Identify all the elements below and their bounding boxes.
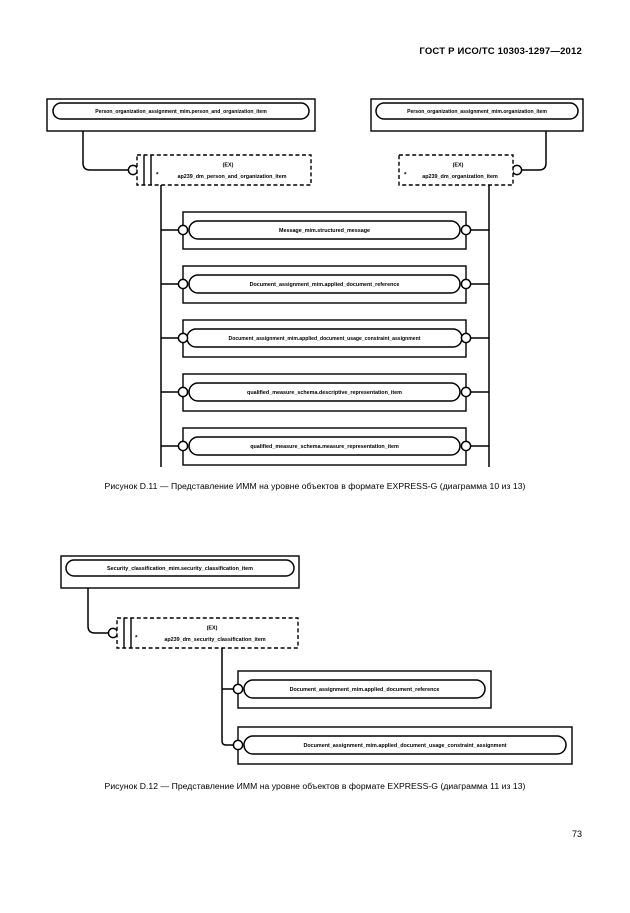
- figure-d12-caption: Рисунок D.12 — Представление ИММ на уров…: [104, 781, 526, 791]
- security-entity-box-2[interactable]: [243, 735, 567, 755]
- security-supertype-label: Security_classification_mim.security_cla…: [107, 566, 253, 572]
- ex-security-classification-item-box[interactable]: [116, 617, 299, 649]
- entity-label-3: Document_assignment_mim.applied_document…: [229, 336, 421, 342]
- link-circle-right-entity-1: [460, 224, 472, 236]
- security-bus-line: [221, 648, 233, 746]
- security-entity-box-1[interactable]: [243, 679, 486, 699]
- link-circle-right-entity-5: [460, 440, 472, 452]
- top-right-supertype-box[interactable]: [375, 102, 579, 120]
- link-circle-right-entity-4: [460, 386, 472, 398]
- link-circle-security-entity-1: [232, 683, 244, 695]
- entity-label-4: qualified_measure_schema.descriptive_rep…: [247, 390, 402, 396]
- link-circle-left-entity-1: [177, 224, 189, 236]
- link-endpoint-circle-right-ex: [511, 164, 523, 176]
- running-head: ГОСТ Р ИСО/ТС 10303-1297—2012: [419, 46, 582, 57]
- entity-box-1[interactable]: [188, 220, 461, 240]
- figure-d12-diagram: Security_classification_mim.security_cla…: [0, 545, 630, 775]
- link-security-supertype-to-ex: [87, 588, 108, 634]
- top-right-supertype-label: Person_organization_assignment_mim.organ…: [407, 109, 547, 115]
- ex-security-tick-marks: [123, 618, 132, 648]
- figure-d11-diagram: Person_organization_assignment_mim.perso…: [46, 98, 584, 467]
- link-circle-left-entity-4: [177, 386, 189, 398]
- ex-security-classification-item-star: *: [135, 635, 138, 642]
- entity-box-4[interactable]: [188, 382, 461, 402]
- ex-person-and-organization-item-star: *: [156, 172, 159, 179]
- entity-label-2: Document_assignment_mim.applied_document…: [250, 282, 400, 288]
- ex-organization-item-star: *: [404, 172, 407, 179]
- ex-organization-item-box[interactable]: [398, 154, 514, 186]
- link-circle-right-entity-2: [460, 278, 472, 290]
- security-entity-label-2: Document_assignment_mim.applied_document…: [303, 743, 506, 749]
- page-folio: 73: [571, 829, 582, 839]
- entity-box-2[interactable]: [188, 274, 461, 294]
- ex-security-classification-item-label: ap239_dm_security_classification_item: [164, 637, 265, 643]
- ex-person-and-organization-item-tag: (EX): [223, 162, 234, 168]
- link-circle-left-entity-3: [177, 332, 189, 344]
- link-endpoint-circle-security-ex: [107, 627, 119, 639]
- link-circle-left-entity-5: [177, 440, 189, 452]
- entity-label-1: Message_mim.structured_message: [279, 228, 370, 234]
- top-left-supertype-box[interactable]: [52, 102, 310, 120]
- figure-d11-caption: Рисунок D.11 — Представление ИММ на уров…: [104, 481, 526, 491]
- ex-person-and-organization-item-label: ap239_dm_person_and_organization_item: [177, 174, 286, 180]
- ex-left-tick-marks: [143, 155, 152, 185]
- link-circle-security-entity-2: [232, 739, 244, 751]
- link-right-supertype-to-ex: [522, 131, 547, 171]
- link-endpoint-circle-left-ex: [127, 164, 139, 176]
- entity-box-5[interactable]: [188, 436, 461, 456]
- ex-organization-item-tag: (EX): [453, 162, 464, 168]
- link-circle-left-entity-2: [177, 278, 189, 290]
- ex-organization-item-label: ap239_dm_organization_item: [422, 174, 498, 180]
- ex-security-classification-item-tag: (EX): [207, 625, 218, 631]
- top-left-supertype-label: Person_organization_assignment_mim.perso…: [95, 109, 267, 115]
- link-left-supertype-to-ex: [82, 131, 128, 171]
- link-circle-right-entity-3: [460, 332, 472, 344]
- security-supertype-box[interactable]: [65, 559, 295, 577]
- entity-label-5: qualified_measure_schema.measure_represe…: [250, 444, 399, 450]
- security-entity-label-1: Document_assignment_mim.applied_document…: [290, 687, 440, 693]
- ex-person-and-organization-item-box[interactable]: [136, 154, 312, 186]
